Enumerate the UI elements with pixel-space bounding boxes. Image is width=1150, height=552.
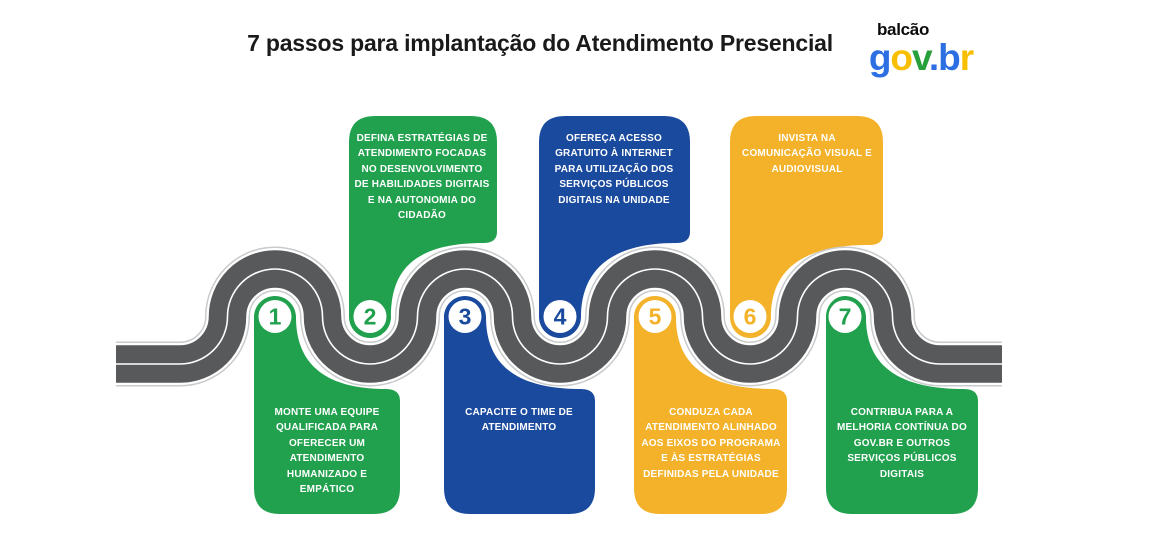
step-text-1: MONTE UMA EQUIPE QUALIFICADA PARA OFEREC… [274,407,380,496]
logo-letter-o: o [890,37,913,78]
step-text-3: CAPACITE O TIME DE ATENDIMENTO [465,407,573,434]
step-card-3 [444,296,595,514]
step-card-5 [634,296,787,514]
logo-letter-b: b [938,37,961,78]
step-number-2: 2 [364,304,377,330]
step-card-2 [349,116,497,338]
step-number-3: 3 [459,304,472,330]
road-center-line [116,268,1002,365]
step-circle-4 [543,300,577,333]
logo-letter-dot: . [928,37,939,78]
step-circle-2 [353,300,387,333]
logo-letter-v: v [912,37,930,78]
step-text-6: INVISTA NA COMUNICAÇÃO VISUAL E AUDIOVIS… [742,133,872,175]
page-title: 7 passos para implantação do Atendimento… [247,30,833,56]
step-card-6 [730,116,883,338]
step-card-4 [539,116,690,338]
logo-letter-g: g [868,37,892,78]
logo-govbr-text: gov.br [850,39,992,76]
step-number-1: 1 [269,304,282,330]
step-number-7: 7 [839,304,852,330]
step-circle-5 [638,300,672,333]
step-number-5: 5 [649,304,662,330]
logo-balcao-text: balcão [876,20,930,39]
step-text-7: CONTRIBUA PARA A MELHORIA CONTÍNUA DO GO… [837,407,967,480]
step-circle-7 [828,300,862,333]
balcao-govbr-logo: balcão gov.br [850,21,992,76]
step-number-4: 4 [554,304,567,330]
step-text-5: CONDUZA CADA ATENDIMENTO ALINHADO AOS EI… [641,407,781,480]
step-circle-3 [448,300,482,333]
step-card-1 [254,296,400,514]
step-number-6: 6 [744,304,757,330]
logo-letter-r: r [959,37,974,78]
step-text-2: DEFINA ESTRATÉGIAS DE ATENDIMENTO FOCADA… [354,133,490,222]
road [116,246,1002,387]
step-circle-6 [733,300,767,333]
step-circle-1 [258,300,292,333]
step-text-4: OFEREÇA ACESSO GRATUITO À INTERNET PARA … [554,133,674,206]
step-card-7 [826,296,978,514]
